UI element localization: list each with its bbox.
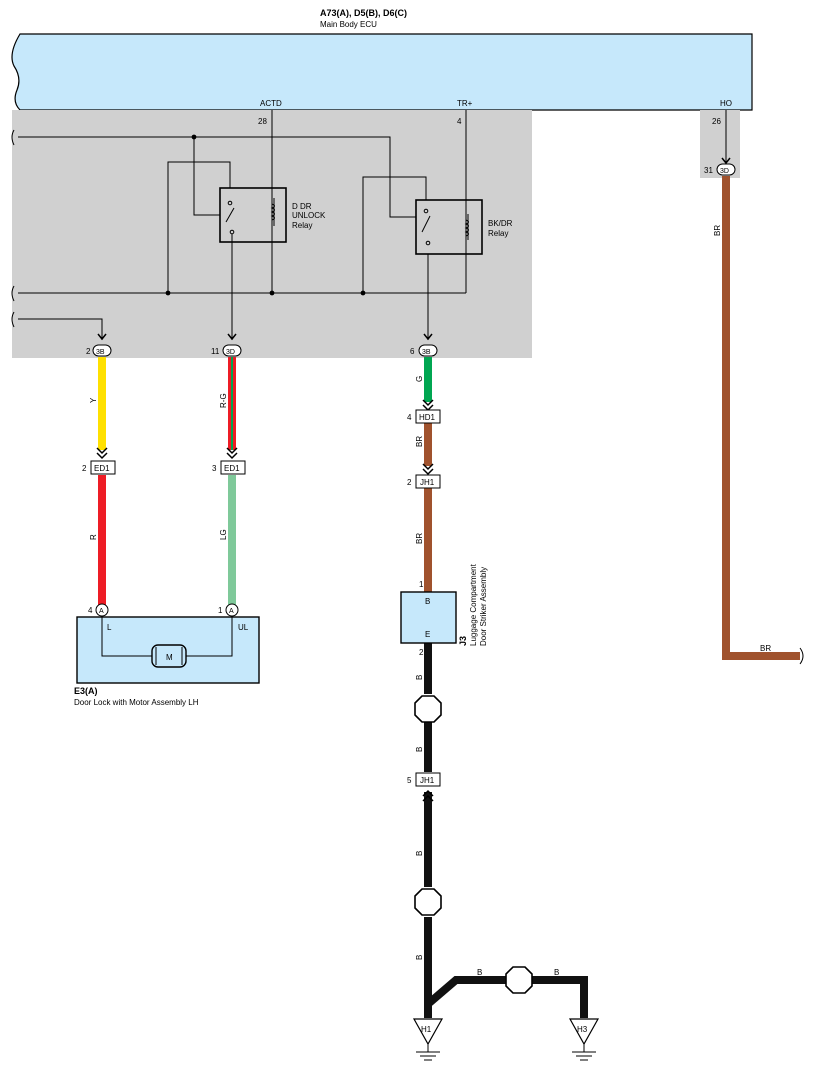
motor-icon xyxy=(151,644,187,668)
ground-h1-label: H1 xyxy=(421,1025,432,1034)
wire-label-b5: B xyxy=(477,968,482,977)
striker-term-b: B xyxy=(425,597,430,606)
wire-label-b2: B xyxy=(415,747,424,752)
inline-connector-chevrons xyxy=(96,399,434,802)
door-lock-pin-4: 4 xyxy=(88,606,93,615)
ic-pin-4: 4 xyxy=(407,413,412,422)
wire-label-br-ho: BR xyxy=(713,225,722,236)
wire-label-b3: B xyxy=(415,851,424,856)
wire-label-br-ho-h: BR xyxy=(760,644,771,653)
door-lock-pin-a-left xyxy=(95,603,109,617)
wire-brown-ho xyxy=(722,176,800,660)
wire-label-br1: BR xyxy=(415,436,424,447)
wire-label-rg: R-G xyxy=(219,393,228,408)
jc-pin-6: 6 xyxy=(410,347,415,356)
door-lock-conn-right: A xyxy=(229,608,234,615)
striker-pin-2: 2 xyxy=(419,648,424,657)
striker-name-1: Luggage Compartment xyxy=(469,563,478,646)
relay1-line1: D DR xyxy=(292,202,312,211)
jc-3d-ho: 3D xyxy=(720,168,729,175)
splice-dot xyxy=(165,290,171,296)
wire-label-r: R xyxy=(89,534,98,540)
wire-label-br2: BR xyxy=(415,533,424,544)
splice-dot xyxy=(269,290,275,296)
ecu-pin-name-actd: ACTD xyxy=(260,99,282,108)
d-dr-unlock-relay xyxy=(219,187,287,243)
splice-dot xyxy=(191,134,197,140)
main-body-ecu-box xyxy=(11,33,753,111)
relay2-line1: BK/DR xyxy=(488,219,513,228)
wire-label-g: G xyxy=(415,376,424,382)
wire-label-lg: LG xyxy=(219,529,228,540)
wire-label-b6: B xyxy=(554,968,559,977)
splice-dot xyxy=(360,290,366,296)
ic-ed1-right: ED1 xyxy=(224,464,240,473)
ic-jh1-bottom: JH1 xyxy=(420,776,435,785)
ground-h3-label: H3 xyxy=(577,1025,588,1034)
ecu-pin-name-ho: HO xyxy=(720,99,732,108)
splice-octagon-icons xyxy=(414,695,533,994)
inline-connector-boxes xyxy=(90,409,441,787)
junction-connector-ovals xyxy=(92,163,736,357)
door-lock-conn-left: A xyxy=(99,608,104,615)
motor-label: M xyxy=(166,653,173,662)
striker-pin-1: 1 xyxy=(419,580,424,589)
junction-internal-wiring xyxy=(11,110,467,340)
jc-pin-2: 2 xyxy=(86,347,91,356)
ic-hd1: HD1 xyxy=(419,413,436,422)
ic-pin-2: 2 xyxy=(82,464,87,473)
door-lock-pin-1: 1 xyxy=(218,606,223,615)
door-lock-term-l: L xyxy=(107,623,112,632)
door-lock-pin-a-right xyxy=(225,603,239,617)
relay2-line2: Relay xyxy=(488,229,508,238)
jc-3b-right: 3B xyxy=(422,349,431,356)
door-lock-term-ul: UL xyxy=(238,623,249,632)
jc-pin-31: 31 xyxy=(704,166,713,175)
ground-h1-icon xyxy=(412,1018,444,1061)
striker-term-e: E xyxy=(425,630,430,639)
door-lock-internal-wire xyxy=(101,617,152,657)
wire-label-b1: B xyxy=(415,675,424,680)
ic-pin-3: 3 xyxy=(212,464,217,473)
striker-code: J3 xyxy=(458,636,468,646)
door-lock-internal-wire xyxy=(186,617,233,657)
striker-name-2: Door Striker Assembly xyxy=(479,567,488,646)
bk-dr-relay xyxy=(415,199,483,255)
wire-label-y: Y xyxy=(89,397,98,403)
jc-3b-left: 3B xyxy=(96,349,105,356)
door-lock-code: E3(A) xyxy=(74,686,98,696)
ecu-pin-name-tr: TR+ xyxy=(457,99,473,108)
jc-pin-11: 11 xyxy=(211,347,220,356)
relay1-line2: UNLOCK xyxy=(292,211,326,220)
striker-assembly-box xyxy=(400,591,457,644)
ecu-pin-num-26: 26 xyxy=(712,117,721,126)
ic-pin-2b: 2 xyxy=(407,478,412,487)
ecu-pin-num-28: 28 xyxy=(258,117,267,126)
jc-3d-mid: 3D xyxy=(226,349,235,356)
wire-break-icon xyxy=(799,647,804,665)
wire-label-b4: B xyxy=(415,955,424,960)
chevron-arrow-icons xyxy=(97,157,731,341)
wire-black xyxy=(424,642,588,1018)
ecu-pin-num-4: 4 xyxy=(457,117,462,126)
ic-pin-5: 5 xyxy=(407,776,412,785)
ground-h3-icon xyxy=(568,1018,600,1061)
ecu-code: A73(A), D5(B), D6(C) xyxy=(320,8,407,18)
door-lock-assembly-box xyxy=(76,616,260,684)
ic-ed1-left: ED1 xyxy=(94,464,110,473)
ic-jh1-top: JH1 xyxy=(420,478,435,487)
relay1-line3: Relay xyxy=(292,221,312,230)
door-lock-name: Door Lock with Motor Assembly LH xyxy=(74,698,199,707)
ecu-name: Main Body ECU xyxy=(320,20,377,29)
